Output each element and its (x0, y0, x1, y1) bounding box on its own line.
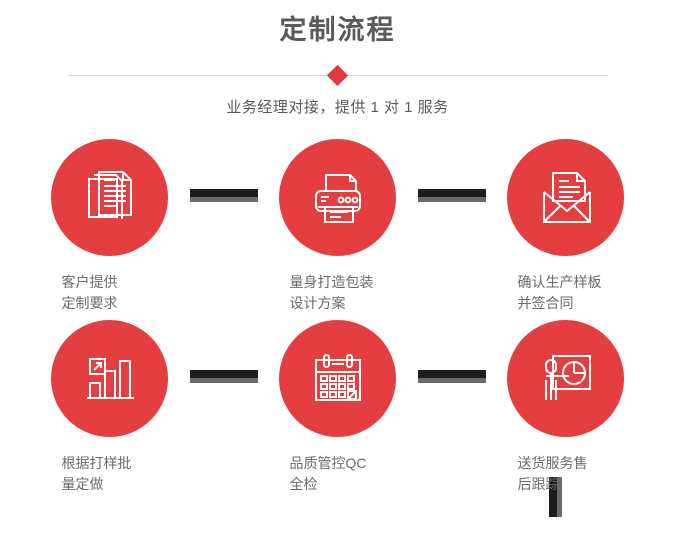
flow-step-batch-production[interactable]: 根据打样批 量定做 (30, 320, 190, 495)
step-icon-circle (507, 320, 624, 438)
presenter-piechart-icon (535, 348, 597, 410)
connector-shadow (417, 197, 486, 203)
page-header: 定制流程 业务经理对接，提供 1 对 1 服务 (0, 0, 675, 117)
arrow-connector-1 (189, 189, 258, 205)
step-label: 根据打样批 量定做 (61, 455, 132, 493)
title-divider (67, 64, 608, 86)
step-label: 确认生产样板 并签合同 (517, 274, 602, 312)
calendar-check-icon (307, 348, 369, 410)
connector-bar (189, 189, 258, 198)
connector-shadow (189, 378, 258, 384)
printer-icon (307, 167, 369, 229)
flow-row-2: 根据打样批 量定做 (0, 320, 675, 495)
arrow-connector-3 (189, 370, 258, 386)
connector-bar (417, 370, 486, 379)
flow-row-1: 客户提供 定制要求 (0, 139, 675, 314)
bar-chart-growth-icon (79, 348, 141, 410)
step-icon-circle (51, 139, 168, 257)
step-icon-circle (279, 139, 396, 257)
documents-stack-icon (79, 167, 141, 229)
process-flow: 客户提供 定制要求 (0, 139, 675, 518)
page-subtitle: 业务经理对接，提供 1 对 1 服务 (226, 99, 449, 117)
step-label: 客户提供 定制要求 (61, 274, 118, 312)
vertical-connector (549, 477, 563, 518)
step-label: 品质管控QC 全检 (289, 455, 367, 493)
step-label: 量身打造包装 设计方案 (289, 274, 374, 312)
step-icon-circle (279, 320, 396, 438)
flow-step-quality-control[interactable]: 品质管控QC 全检 (258, 320, 418, 495)
connector-bar (549, 477, 557, 518)
connector-shadow (189, 197, 258, 203)
step-label: 送货服务售 后跟踪 (517, 455, 588, 493)
flow-step-sample-contract[interactable]: 确认生产样板 并签合同 (486, 139, 646, 314)
flow-step-delivery-aftersales[interactable]: 送货服务售 后跟踪 (486, 320, 646, 495)
step-icon-circle (51, 320, 168, 438)
connector-bar (189, 370, 258, 379)
envelope-letter-icon (535, 167, 597, 229)
page-title: 定制流程 (279, 15, 396, 45)
flow-step-customer-requirements[interactable]: 客户提供 定制要求 (30, 139, 190, 314)
diamond-icon (326, 64, 349, 86)
step-icon-circle (507, 139, 624, 257)
connector-bar (417, 189, 486, 198)
connector-shadow (557, 477, 562, 518)
flow-step-packaging-design[interactable]: 量身打造包装 设计方案 (258, 139, 418, 314)
arrow-connector-4 (417, 370, 486, 386)
connector-shadow (417, 378, 486, 384)
arrow-connector-2 (417, 189, 486, 205)
